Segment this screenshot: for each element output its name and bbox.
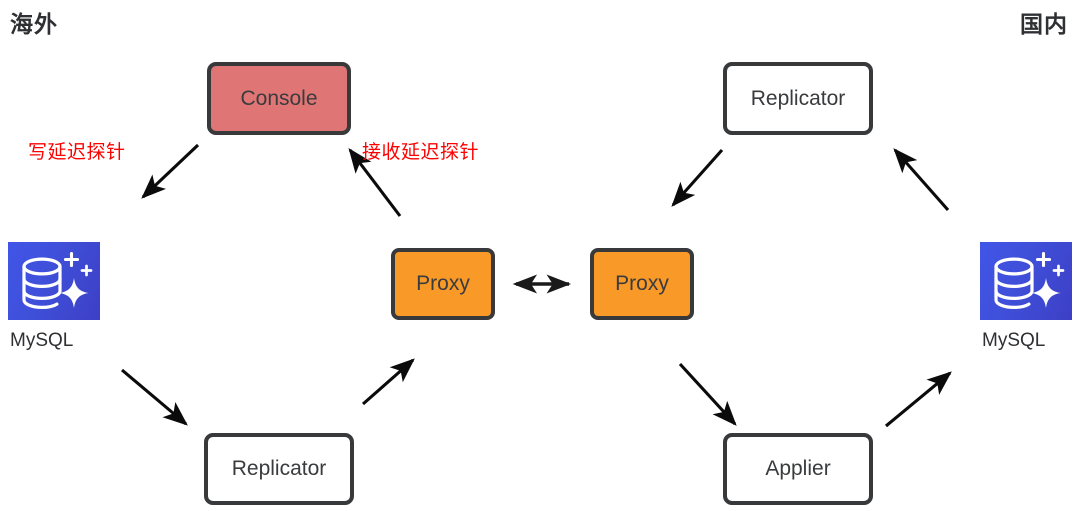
- node-proxy-right-label: Proxy: [615, 272, 669, 295]
- mysql-node-right[interactable]: MySQL: [980, 242, 1072, 352]
- node-console-label: Console: [240, 86, 318, 110]
- edge-proxy-right-to-applier: [678, 362, 737, 426]
- edge-replicator-right-to-proxy-right: [671, 148, 724, 207]
- node-replicator-right-label: Replicator: [750, 86, 846, 110]
- database-sparkle-icon: [980, 242, 1072, 320]
- region-label-overseas: 海外: [10, 11, 58, 37]
- edge-console-to-mysql-left: [141, 143, 200, 199]
- node-console[interactable]: Console: [207, 62, 351, 135]
- annotation-write-latency-probe: 写延迟探针: [28, 142, 126, 163]
- node-replicator-left-label: Replicator: [231, 457, 327, 480]
- mysql-left-caption: MySQL: [10, 330, 74, 351]
- node-proxy-right[interactable]: Proxy: [590, 248, 694, 320]
- edge-applier-to-mysql-right: [885, 371, 952, 428]
- node-replicator-right[interactable]: Replicator: [723, 62, 873, 135]
- edge-mysql-left-to-replicator: [121, 368, 188, 426]
- annotation-receive-latency-probe: 接收延迟探针: [362, 142, 480, 163]
- region-label-domestic: 国内: [1020, 11, 1068, 37]
- node-applier-label: Applier: [765, 457, 831, 480]
- edge-mysql-right-to-replicator-right: [893, 148, 950, 212]
- node-proxy-left[interactable]: Proxy: [391, 248, 495, 320]
- database-sparkle-icon: [8, 242, 100, 320]
- node-proxy-left-label: Proxy: [416, 272, 470, 295]
- mysql-right-caption: MySQL: [982, 330, 1046, 351]
- edge-replicator-to-proxy-left: [361, 358, 415, 406]
- node-replicator-left[interactable]: Replicator: [204, 433, 354, 505]
- mysql-node-left[interactable]: MySQL: [8, 242, 100, 352]
- node-applier[interactable]: Applier: [723, 433, 873, 505]
